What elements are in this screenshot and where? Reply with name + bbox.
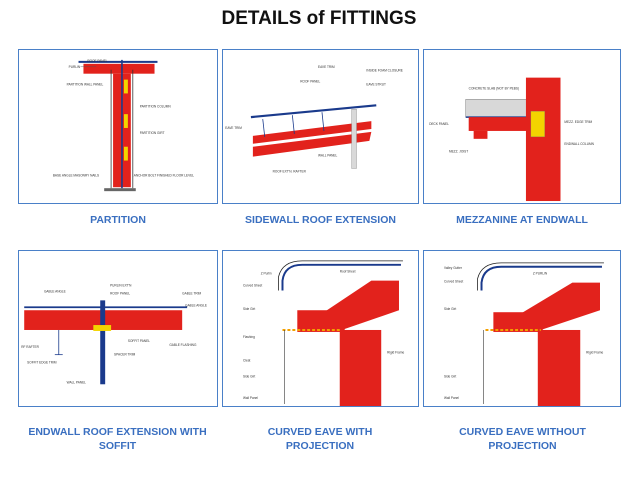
rigid-frame-column	[339, 329, 382, 406]
eave-projection	[297, 310, 345, 332]
label-gable-angle-right: GABLE ANGLE	[185, 303, 207, 307]
label-purlin-extn: PURLIN EXT'N	[110, 284, 132, 288]
label-anchor-bolt: ANCHOR BOLT FINISHED FLOOR LEVEL	[134, 173, 195, 177]
partition-detail: ROOF PANEL PURLIN PARTITION WALL PANEL P…	[18, 49, 218, 204]
curved-eave-with-projection-detail: Z Purlin Roof Sheet Curved Sheet Side Gi…	[222, 250, 419, 407]
sidewall-drawing: EAVE TRIM INSIDE FOAM CLOSURE ROOF PANEL…	[225, 65, 403, 174]
label-wall-panel: WALL PANEL	[67, 380, 87, 384]
label-z-purlin: Z PURLIN	[533, 272, 548, 276]
label-mezz-joist: MEZZ. JOIST	[449, 150, 468, 154]
curved-eave-projection-drawing: Z Purlin Roof Sheet Curved Sheet Side Gi…	[243, 260, 404, 406]
label-wall-panel: Wall Panel	[444, 396, 459, 400]
mezzanine-joist	[468, 117, 543, 131]
curved-roof-sheet	[480, 265, 602, 291]
page-title: DETAILS of FITTINGS	[221, 8, 417, 29]
label-wall-panel: Wall Panel	[243, 396, 258, 400]
endwall-column	[525, 77, 561, 202]
label-eave-strut: EAVE STRUT	[366, 83, 386, 87]
curved-eave-without-projection-detail: Valley Gutter Z PURLIN Curved Sheet Side…	[423, 250, 621, 407]
label-partition-girt: PARTITION GIRT	[140, 131, 165, 135]
label-rigid-frame: Rigid Frame	[387, 351, 404, 355]
label-inside-foam-closure: INSIDE FOAM CLOSURE	[366, 69, 402, 73]
label-partition-column: PARTITION COLUMN	[140, 104, 172, 108]
label-flashing: Flashing	[243, 335, 255, 339]
label-roof-panel: ROOF PANEL	[87, 59, 107, 63]
caption-endwall-roof-extension: ENDWALL ROOF EXTENSION WITH SOFFIT	[10, 425, 225, 453]
label-gable-trim: GABLE TRIM	[182, 291, 201, 295]
label-gable-flashing: GABLE FLASHING	[169, 343, 197, 347]
caption-partition: PARTITION	[90, 214, 146, 226]
label-purlin: PURLIN	[69, 65, 81, 69]
endwall-roof-extension-detail: PURLIN EXT'N GABLE ANGLE ROOF PANEL GABL…	[18, 250, 218, 407]
label-deck-panel: DECK PANEL	[429, 122, 449, 126]
label-mezz-edge-trim: MEZZ. EDGE TRIM	[564, 120, 592, 124]
mezzanine-at-endwall-detail: CONCRETE SLAB (NOT BY PEBS) DECK PANEL M…	[423, 49, 621, 204]
sidewall-roof-extension-detail: EAVE TRIM INSIDE FOAM CLOSURE ROOF PANEL…	[222, 49, 419, 204]
label-gable-angle-left: GABLE ANGLE	[44, 289, 66, 293]
label-z-purlin: Z Purlin	[261, 272, 272, 276]
endwall-drawing: PURLIN EXT'N GABLE ANGLE ROOF PANEL GABL…	[21, 284, 207, 385]
label-eave-trim-top: EAVE TRIM	[318, 65, 335, 69]
label-soffit-panel: SOFFIT PANEL	[128, 339, 150, 343]
caption-sidewall-roof-extension: SIDEWALL ROOF EXTENSION	[245, 214, 396, 226]
label-curved-sheet: Curved Sheet	[444, 280, 463, 284]
label-side-girt-upper: Side Girt	[243, 307, 255, 311]
caption-endwall-text: ENDWALL ROOF EXTENSION WITH SOFFIT	[28, 426, 207, 452]
label-valley-gutter: Valley Gutter	[444, 266, 462, 270]
rigid-frame-column	[537, 329, 581, 406]
label-curved-sheet: Curved Sheet	[243, 284, 262, 288]
curved-roof-sheet	[281, 263, 401, 291]
label-roof-extn-rafter: ROOF EXT'N. RAFTER	[273, 169, 307, 173]
label-concrete-slab: CONCRETE SLAB (NOT BY PEBS)	[469, 86, 519, 90]
label-roof-panel: ROOF PANEL	[110, 291, 130, 295]
mezzanine-drawing: CONCRETE SLAB (NOT BY PEBS) DECK PANEL M…	[429, 77, 595, 202]
roof-panel-line	[250, 104, 377, 119]
label-roof-panel: ROOF PANEL	[300, 80, 320, 84]
label-spacer-trim: SPACER TRIM	[114, 353, 136, 357]
curved-eave-no-projection-drawing: Valley Gutter Z PURLIN Curved Sheet Side…	[444, 262, 604, 406]
label-endwall-column: ENDWALL COLUMN	[564, 142, 594, 146]
label-side-girt-lower: Side Girt	[243, 374, 255, 378]
label-soffit-edge-trim: SOFFIT EDGE TRIM	[27, 361, 57, 365]
label-side-girt-upper: Side Girt	[444, 307, 456, 311]
label-eave-trim-left: EAVE TRIM	[225, 126, 242, 130]
caption-mezzanine-at-endwall: MEZZANINE AT ENDWALL	[456, 214, 588, 226]
label-partition-wall-panel: PARTITION WALL PANEL	[67, 83, 104, 87]
caption-curved-eave-without-projection: CURVED EAVE WITHOUT PROJECTION	[459, 426, 586, 452]
label-rigid-frame: Rigid Frame	[586, 351, 603, 355]
label-roof-sheet: Roof Sheet	[340, 270, 356, 274]
roof-extension-rafter	[252, 121, 372, 144]
label-cleat: Cleat	[243, 359, 250, 363]
label-side-girt-lower: Side Girt	[444, 374, 456, 378]
label-base-angle: BASE ANGLE MASONRY NAILS	[53, 173, 99, 177]
label-rf-rafter: RF RAFTER	[21, 345, 39, 349]
roof-panel	[83, 63, 155, 74]
caption-curved-eave-with-projection: CURVED EAVE WITH PROJECTION	[267, 426, 373, 452]
partition-drawing: ROOF PANEL PURLIN PARTITION WALL PANEL P…	[53, 59, 195, 192]
endwall-column	[100, 300, 106, 385]
label-wall-panel: WALL PANEL	[318, 154, 338, 158]
